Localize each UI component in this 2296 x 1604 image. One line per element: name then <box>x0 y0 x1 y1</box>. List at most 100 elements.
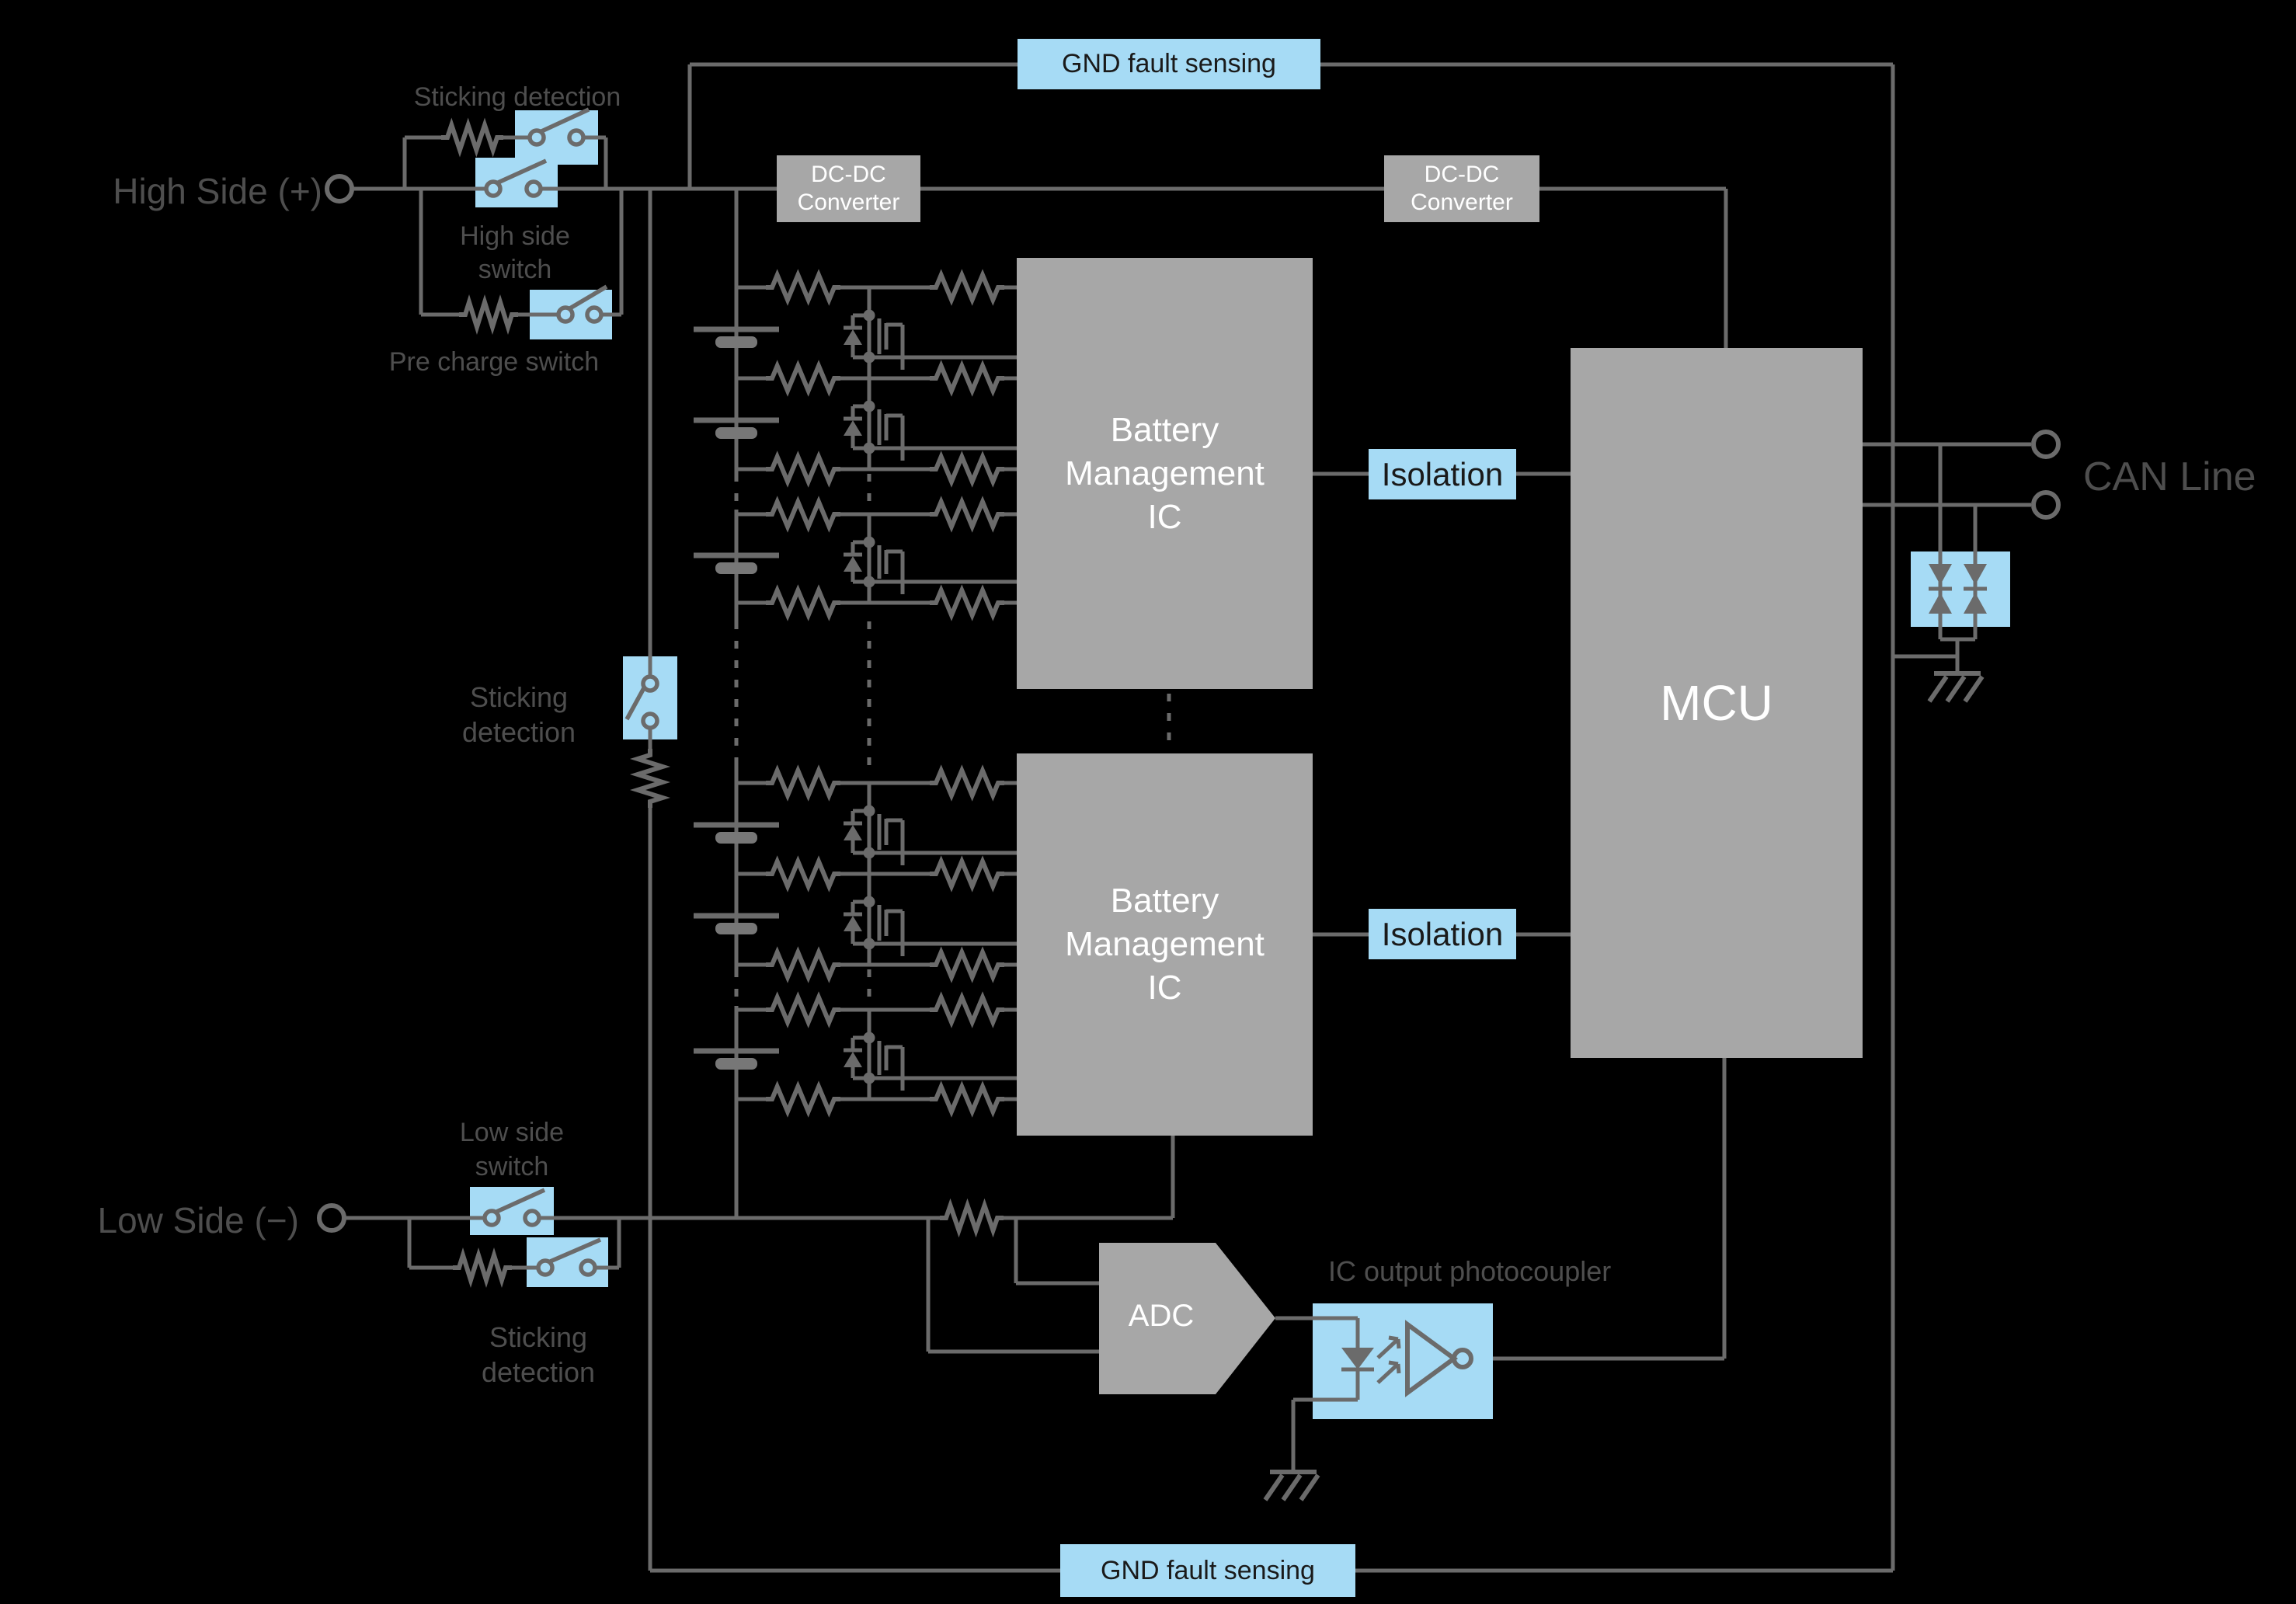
switch-pin <box>641 712 659 730</box>
resistor-icon <box>766 991 840 1028</box>
low-side-terminal-icon <box>317 1203 346 1233</box>
sticking-detection-low-label: Sticking detection <box>481 1321 596 1388</box>
isolation-top-label: Isolation <box>1381 455 1504 492</box>
switch-icon <box>524 1237 611 1277</box>
switch-lever <box>547 1237 602 1265</box>
low-side-terminal-label: Low Side (−) <box>97 1200 299 1240</box>
resistor-zigzag <box>766 991 840 1028</box>
switch-icon <box>527 284 614 324</box>
bmic1-line1: Battery <box>1110 410 1219 449</box>
inverter-bubble <box>1452 1348 1473 1369</box>
mcu-box: MCU <box>1571 348 1863 1058</box>
resistor-icon <box>930 584 1004 621</box>
ground-icon <box>1263 1470 1320 1501</box>
battery-short-plate <box>715 923 757 934</box>
switch-pin <box>641 674 659 693</box>
resistor-icon <box>930 360 1004 397</box>
wire <box>1396 1338 1401 1349</box>
ground-slash <box>1281 1474 1303 1501</box>
resistor-zigzag <box>766 496 840 533</box>
resistor-zigzag <box>766 451 840 488</box>
dcdc-converter-right-box: DC-DC Converter <box>1384 155 1539 222</box>
mosfet-icon <box>844 1010 1017 1099</box>
resistor-zigzag <box>930 764 1004 802</box>
isolation-bottom-box: Isolation <box>1369 909 1516 959</box>
resistor-zigzag <box>930 946 1004 983</box>
dcdc-right-line1: DC-DC <box>1424 162 1500 187</box>
battery-cell-icon <box>694 417 779 439</box>
battery-short-plate <box>715 336 757 348</box>
bmic1-line2: Management <box>1065 454 1265 492</box>
dcdc-right-line2: Converter <box>1411 190 1513 215</box>
battery-short-plate <box>715 832 757 844</box>
low-side-switch-label: Low side switch <box>459 1118 565 1181</box>
resistor-zigzag <box>930 451 1004 488</box>
high-side-terminal-icon <box>325 174 354 204</box>
resistor-zigzag <box>441 117 503 158</box>
high-side-terminal-label: High Side (+) <box>113 171 322 211</box>
wire <box>1376 1362 1400 1384</box>
resistor-icon <box>766 764 840 802</box>
tvs-triangle-up <box>1929 593 1952 614</box>
switch-pin <box>524 179 543 198</box>
bmic2-line1: Battery <box>1110 882 1219 920</box>
bmic2-line3: IC <box>1147 969 1182 1007</box>
battery-management-ic-top-box: Battery Management IC <box>1017 258 1313 689</box>
switch-lever <box>493 1188 546 1215</box>
isolation-top-box: Isolation <box>1369 449 1516 499</box>
switch-pin <box>484 179 503 198</box>
diode-triangle <box>844 329 862 345</box>
tvs-triangle-up <box>1964 593 1987 614</box>
tvs-diode-icon <box>1929 564 1952 614</box>
switch-lever <box>538 107 590 134</box>
resistor-icon <box>766 496 840 533</box>
low-side-switch-box <box>470 1187 554 1235</box>
wire <box>1396 1363 1401 1374</box>
battery-short-plate <box>715 427 757 439</box>
wire <box>1376 1338 1400 1359</box>
bmic1-line3: IC <box>1147 497 1182 536</box>
switch-pin <box>523 1209 541 1227</box>
resistor-icon <box>766 451 840 488</box>
switch-lever <box>624 685 647 721</box>
resistor-icon <box>766 946 840 983</box>
resistor-zigzag <box>766 1080 840 1118</box>
tvs-triangle-down <box>1964 564 1987 585</box>
ground-slash <box>1263 1474 1285 1501</box>
can-tvs-diode-box <box>1911 551 2010 627</box>
resistor-icon <box>930 269 1004 306</box>
resistor-zigzag <box>459 294 518 336</box>
wire <box>1388 1335 1399 1341</box>
dcdc-left-line2: Converter <box>797 190 900 215</box>
dcdc-left-line1: DC-DC <box>811 162 886 187</box>
switch-pin <box>567 128 586 147</box>
resistor-zigzag <box>629 749 671 808</box>
resistor-zigzag <box>930 855 1004 892</box>
ground-icon <box>1927 671 1985 703</box>
led-triangle <box>1341 1348 1374 1369</box>
mosfet-icon <box>844 874 1017 965</box>
battery-management-ic-bottom-box: Battery Management IC <box>1017 753 1313 1136</box>
mosfet-icon <box>844 378 1017 469</box>
receiver-triangle <box>1405 1320 1459 1397</box>
switch-icon <box>513 107 600 147</box>
can-line-label: CAN Line <box>2083 454 2256 499</box>
switch-pin <box>527 128 546 147</box>
resistor-icon <box>930 451 1004 488</box>
photocoupler-icon <box>1291 1316 1473 1419</box>
battery-short-plate <box>715 562 757 574</box>
gnd-fault-sensing-bottom-label: GND fault sensing <box>1101 1555 1315 1585</box>
resistor-icon <box>766 584 840 621</box>
switch-icon <box>473 158 560 198</box>
can-terminal-icon <box>2031 430 2061 459</box>
diode-triangle <box>844 556 862 572</box>
switch-pin <box>579 1258 597 1277</box>
resistor-icon <box>459 294 518 336</box>
resistor-icon <box>453 1247 512 1289</box>
switch-pin <box>536 1258 555 1277</box>
sticking-detection-mid-label: Sticking detection <box>461 681 576 748</box>
gnd-fault-sensing-top-box: GND fault sensing <box>1018 39 1320 89</box>
resistor-icon <box>930 946 1004 983</box>
